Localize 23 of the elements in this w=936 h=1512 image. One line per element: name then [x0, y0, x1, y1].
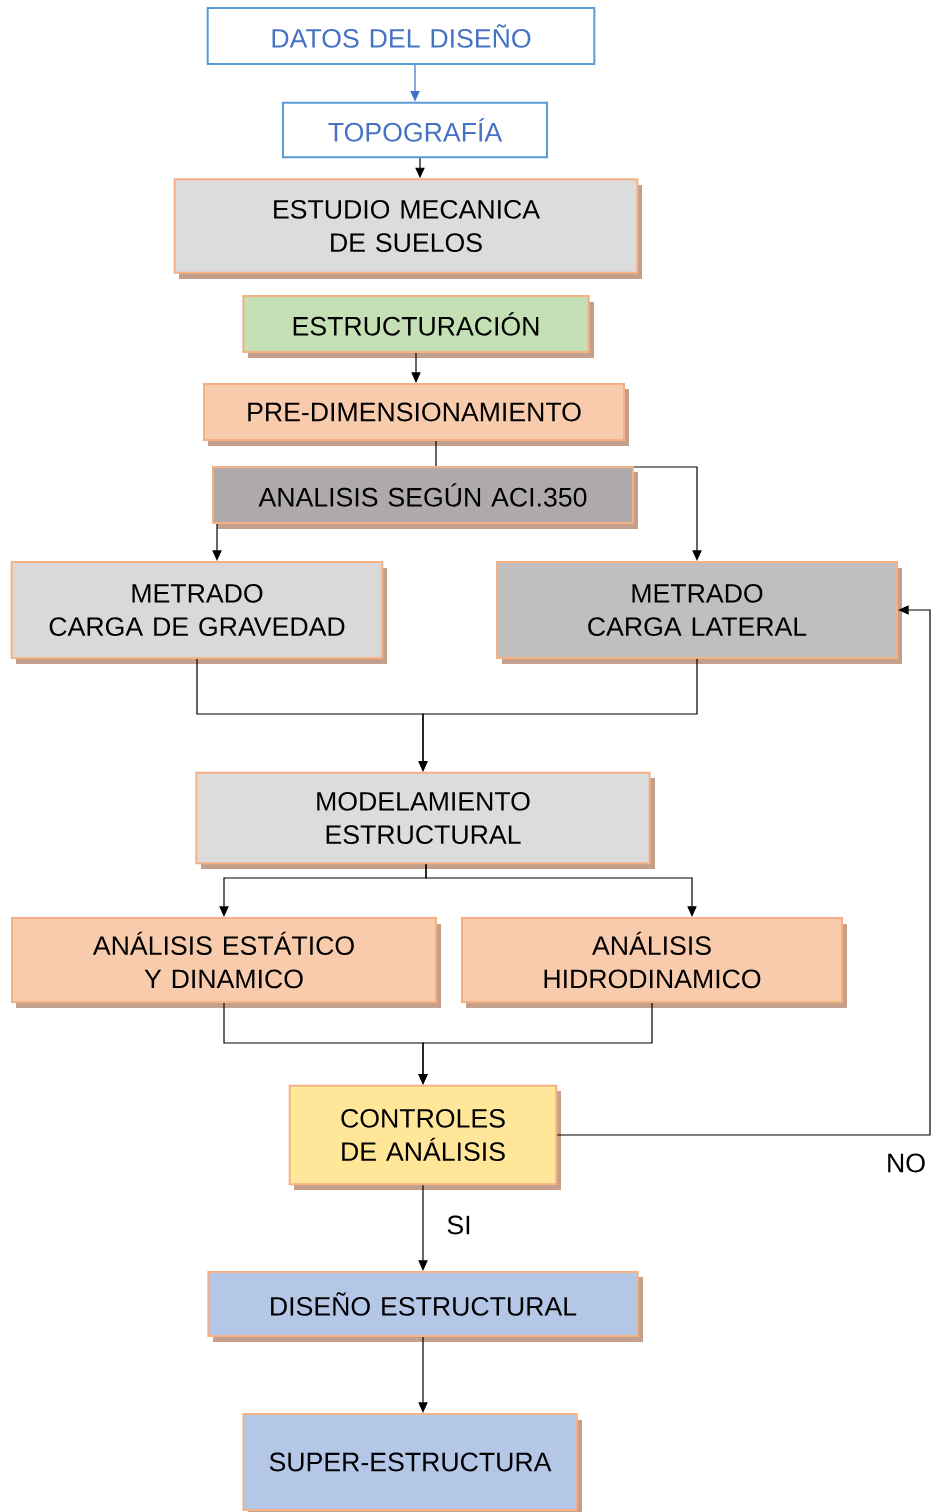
arrow	[418, 1336, 428, 1413]
arrow	[556, 605, 931, 1136]
process-box: DISEÑO ESTRUCTURAL	[207, 1271, 643, 1342]
process-box: ANALISIS SEGÚN ACI.350	[212, 466, 638, 529]
process-box: TOPOGRAFÍA	[282, 101, 548, 159]
process-box: ESTRUCTURACIÓN	[242, 295, 594, 358]
process-box: PRE-DIMENSIONAMIENTO	[203, 383, 629, 446]
arrow	[418, 1184, 428, 1271]
process-box: DATOS DEL DISEÑO	[206, 7, 596, 65]
process-box: SUPER-ESTRUCTURA	[242, 1413, 582, 1512]
edge-label: SI	[445, 1214, 473, 1236]
edge-label: NO	[884, 1152, 928, 1174]
arrow	[425, 863, 697, 917]
decision-box: CONTROLES DE ANÁLISIS	[288, 1084, 561, 1190]
arrow	[411, 352, 421, 383]
process-box: ANÁLISIS ESTÁTICO Y DINAMICO	[11, 917, 441, 1008]
process-box: METRADO CARGA LATERAL	[496, 561, 902, 664]
arrow	[633, 466, 702, 561]
process-box: ESTUDIO MECANICA DE SUELOS	[173, 178, 642, 279]
process-box: MODELAMIENTO ESTRUCTURAL	[195, 771, 655, 869]
process-box: METRADO CARGA DE GRAVEDAD	[10, 561, 387, 664]
arrow	[212, 523, 222, 561]
process-box: ANÁLISIS HIDRODINAMICO	[461, 917, 847, 1008]
